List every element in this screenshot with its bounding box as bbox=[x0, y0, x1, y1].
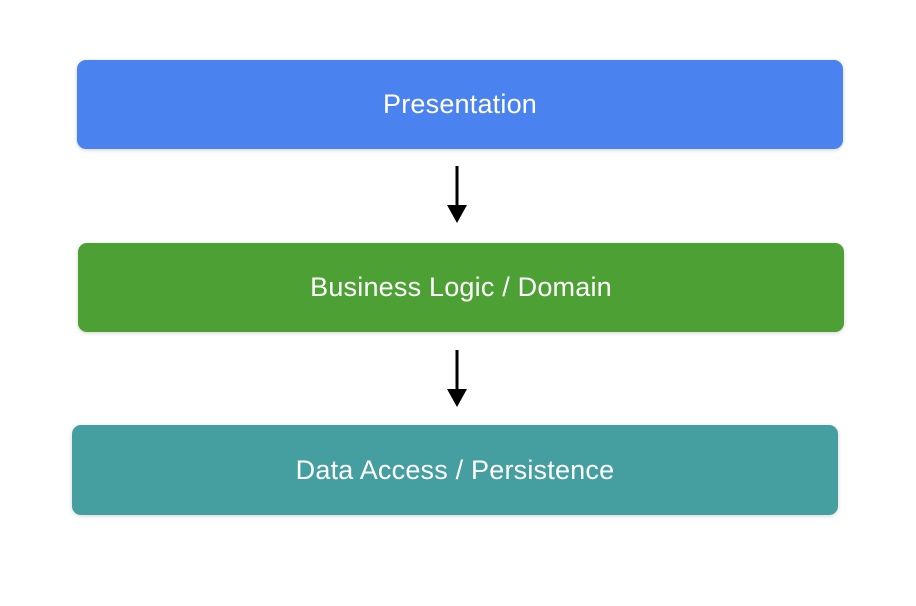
layer-box-business-logic: Business Logic / Domain bbox=[78, 243, 844, 332]
layer-label: Data Access / Persistence bbox=[295, 454, 615, 485]
layer-box-data-access: Data Access / Persistence bbox=[72, 425, 838, 515]
layer-box-presentation: Presentation bbox=[77, 60, 843, 149]
down-arrow-icon bbox=[447, 350, 467, 407]
layer-label: Business Logic / Domain bbox=[310, 272, 612, 302]
down-arrow-icon bbox=[447, 166, 467, 223]
layer-label: Presentation bbox=[383, 89, 537, 119]
